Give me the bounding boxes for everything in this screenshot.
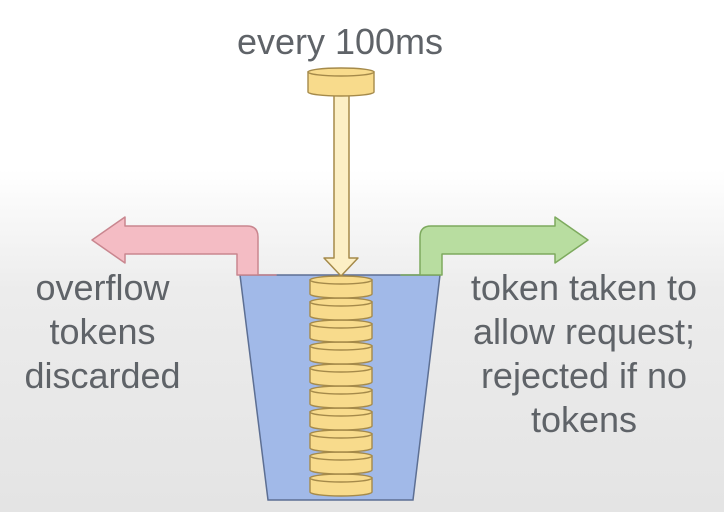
overflow-arrow	[91, 216, 277, 276]
token-8	[309, 319, 373, 343]
token-10	[309, 275, 373, 299]
refill-rate-label: every 100ms	[200, 20, 480, 64]
request-arrow	[400, 216, 589, 276]
token-3	[309, 429, 373, 453]
token-dispenser-icon	[307, 67, 375, 97]
token-stack	[309, 275, 373, 497]
token-5	[309, 385, 373, 409]
right-label-line: token taken to	[470, 267, 698, 308]
token-4	[309, 407, 373, 431]
token-1	[309, 473, 373, 497]
token-7	[309, 341, 373, 365]
token-6	[309, 363, 373, 387]
left-label-line: tokens	[49, 311, 156, 352]
token-drop-arrow	[323, 93, 359, 277]
right-label-line: rejected if no	[480, 355, 688, 396]
left-label-line: discarded	[24, 355, 181, 396]
top-label-line: every 100ms	[236, 21, 444, 62]
right-label-line: tokens	[530, 399, 638, 440]
token-2	[309, 451, 373, 475]
right-label-line: allow request;	[472, 311, 696, 352]
dispenser-token	[307, 67, 375, 97]
token-9	[309, 297, 373, 321]
left-label-line: overflow	[35, 267, 170, 308]
